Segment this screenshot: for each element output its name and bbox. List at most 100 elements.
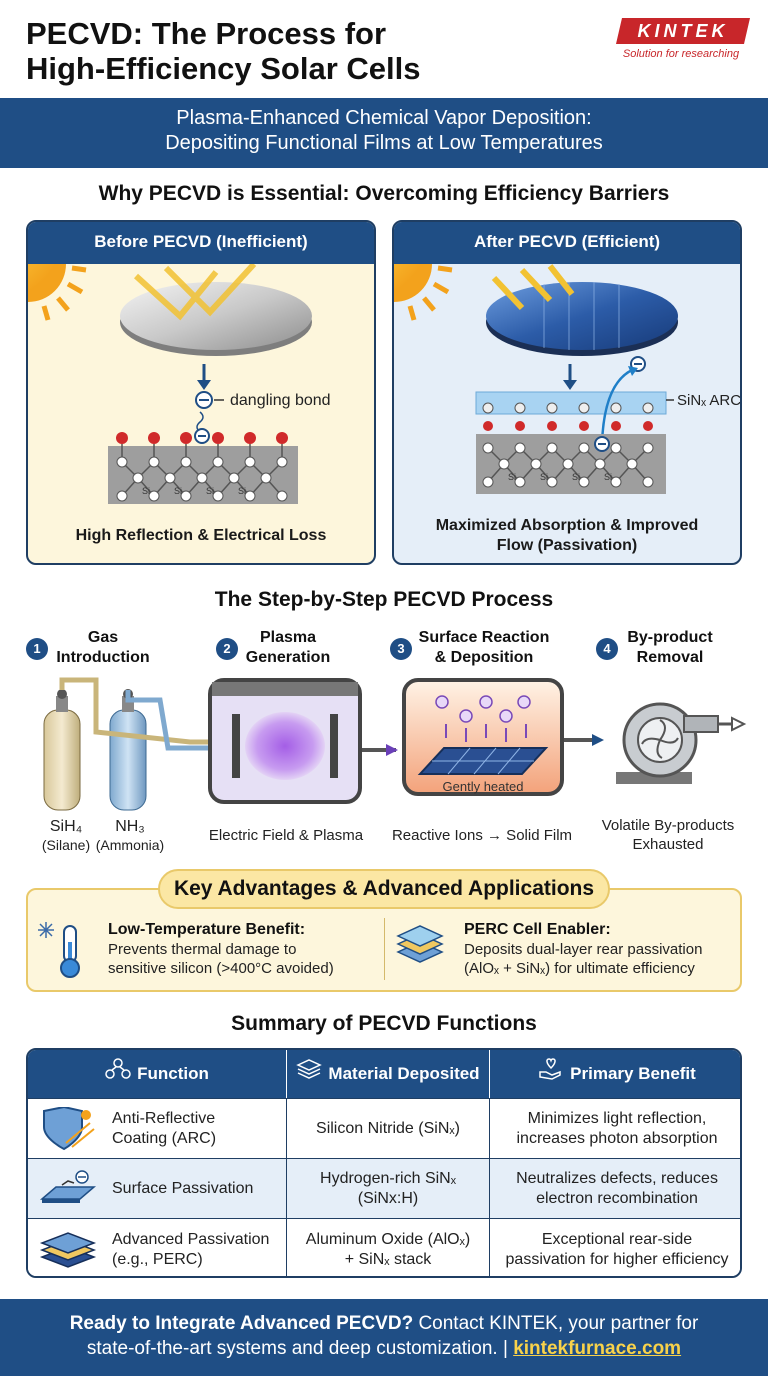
row-3-material: Aluminum Oxide (AlOₓ)+ SiNₓ stack — [287, 1219, 489, 1276]
step-1-title: Gas Introduction — [44, 628, 162, 668]
exhaust-caption: Volatile By-products Exhausted — [588, 816, 748, 854]
table-row: Surface Passivation Hydrogen-rich SiNₓ (S… — [28, 1158, 740, 1218]
table-row: Advanced Passivation(e.g., PERC) Aluminu… — [28, 1218, 740, 1276]
summary-heading: Summary of PECVD Functions — [231, 1012, 537, 1035]
row-2-material-line-1: Hydrogen-rich SiNₓ — [320, 1169, 456, 1187]
reaction-caption: Reactive Ions → Solid Film — [391, 827, 573, 844]
step-2-title-line-2: Generation — [245, 649, 331, 666]
silane-tank-icon — [43, 689, 81, 811]
row-1-benefit: Minimizes light reflection,increases pho… — [490, 1099, 740, 1158]
step-1-title-line-1: Gas — [87, 629, 119, 646]
step-1-number: 1 — [26, 638, 48, 660]
row-2-material: Hydrogen-rich SiNₓ (SiNx:H) — [287, 1159, 489, 1218]
plasma-glow — [245, 712, 325, 780]
silicon-wafer — [120, 282, 312, 350]
col-header-function-label: Function — [137, 1064, 209, 1083]
reflected-light-rays — [133, 264, 257, 321]
step-3-title: Surface Reaction & Deposition — [412, 628, 556, 668]
row-1-material: Silicon Nitride (SiNₓ) — [287, 1099, 489, 1158]
ammonia-name: (Ammonia) — [95, 837, 165, 853]
col-header-benefit: Primary Benefit — [490, 1050, 740, 1098]
step-2-title-line-1: Plasma — [259, 629, 317, 646]
ammonia-tank-icon — [109, 689, 147, 811]
step-2-title: Plasma Generation — [236, 628, 340, 668]
step-4-title-line-2: Removal — [636, 649, 704, 666]
title-line-2: High-Efficiency Solar Cells — [26, 51, 421, 86]
silane-name: (Silane) — [41, 837, 91, 853]
step-3-number: 3 — [390, 638, 412, 660]
si-label: Si — [142, 486, 150, 496]
perc-title: PERC Cell Enabler: — [464, 921, 611, 938]
electron-icon-2 — [594, 436, 610, 452]
thermometer-icon — [38, 922, 80, 978]
passivation-surface-icon — [39, 1170, 97, 1203]
sinx-arc-label: SiNₓ ARC — [677, 392, 740, 409]
row-3-material-line-2: + SiNₓ stack — [344, 1250, 432, 1268]
after-caption-line-2: Flow (Passivation) — [496, 537, 638, 554]
col-header-material: Material Deposited — [287, 1050, 489, 1098]
silane-formula: SiH₄ — [49, 818, 83, 835]
row-1-material-line-1: Silicon Nitride (SiNₓ) — [316, 1119, 460, 1137]
logo-tagline: Solution for researching — [622, 48, 740, 60]
footer-text: Contact KINTEK, your partner for — [413, 1313, 699, 1334]
summary-table: Function Material Deposited Primary Bene… — [26, 1048, 742, 1278]
title-line-1: PECVD: The Process for — [26, 16, 387, 51]
why-heading: Why PECVD is Essential: Overcoming Effic… — [98, 182, 670, 205]
low-temp-text: Prevents thermal damage to sensitive sil… — [108, 940, 378, 978]
perc-text-line-2: (AlOₓ + SiNₓ) for ultimate efficiency — [464, 960, 695, 977]
row-2-material-line-2: (SiNx:H) — [357, 1189, 419, 1207]
row-3-benefit-line-2: passivation for higher efficiency — [505, 1250, 729, 1268]
step-1-title-line-2: Introduction — [56, 649, 150, 666]
row-2-function-line-1: Surface Passivation — [112, 1179, 254, 1197]
subtitle-line-2: Depositing Functional Films at Low Tempe… — [165, 132, 603, 154]
electron-icon — [195, 391, 213, 409]
process-diagram: Gently heated — [43, 677, 747, 811]
absorbed-light-rays — [491, 264, 575, 311]
ammonia-label: NH₃ (Ammonia) — [94, 818, 166, 854]
exhaust-caption-line-2: Exhausted — [632, 836, 704, 853]
row-1-function-line-2: Coating (ARC) — [112, 1129, 217, 1147]
shield-sun-icon — [43, 1107, 95, 1151]
advantages-divider — [384, 918, 385, 980]
row-3-function: Advanced Passivation(e.g., PERC) — [112, 1219, 284, 1276]
si-label: Si — [508, 472, 516, 482]
website-link[interactable]: kintekfurnace.com — [513, 1338, 682, 1359]
before-caption: High Reflection & Electrical Loss — [75, 527, 327, 544]
coated-wafer — [486, 282, 678, 350]
ammonia-formula: NH₃ — [115, 818, 145, 835]
exhaust-pump-icon — [616, 702, 747, 784]
subtitle-line-1: Plasma-Enhanced Chemical Vapor Depositio… — [176, 107, 592, 129]
dangling-bond-label: dangling bond — [230, 392, 331, 409]
logo-text: KINTEK — [638, 21, 729, 41]
electron-icon-2 — [194, 428, 210, 444]
layer-stack-icon — [39, 1232, 97, 1268]
page-title: PECVD: The Process for High-Efficiency S… — [26, 16, 421, 86]
footer-line-2: state-of-the-art systems and deep custom… — [86, 1338, 514, 1359]
gently-heated-label: Gently heated — [443, 779, 524, 794]
low-temp-text-line-2: sensitive silicon (>400°C avoided) — [108, 960, 334, 977]
low-temp-title: Low-Temperature Benefit: — [108, 921, 306, 938]
si-label: Si — [206, 486, 214, 496]
kintek-logo[interactable]: KINTEK — [614, 16, 752, 46]
si-label: Si — [604, 472, 612, 482]
step-3-title-line-1: Surface Reaction — [418, 629, 550, 646]
before-illustration: dangling bond Si Si Si Si — [28, 264, 331, 504]
after-panel: After PECVD (Efficient) SiNₓ ARC — [392, 220, 742, 565]
row-2-benefit-line-2: electron recombination — [536, 1189, 698, 1207]
col-header-function: Function — [28, 1050, 286, 1098]
perc-text-line-1: Deposits dual-layer rear passivation — [464, 941, 703, 958]
row-3-function-line-1: Advanced Passivation — [112, 1230, 270, 1248]
low-temp-text-line-1: Prevents thermal damage to — [108, 941, 297, 958]
layers-icon — [296, 1051, 323, 1099]
electrode-right — [330, 714, 338, 778]
exhaust-caption-line-1: Volatile By-products — [601, 817, 735, 834]
after-caption-line-1: Maximized Absorption & Improved — [435, 517, 699, 534]
advantages-heading: Key Advantages & Advanced Applications — [158, 869, 610, 909]
step-2-number: 2 — [216, 638, 238, 660]
sinx-arc-layer — [475, 391, 667, 415]
row-1-benefit-line-1: Minimizes light reflection, — [527, 1109, 707, 1127]
footer-bold-text: Ready to Integrate Advanced PECVD? — [69, 1313, 414, 1334]
molecule-icon — [105, 1051, 131, 1099]
